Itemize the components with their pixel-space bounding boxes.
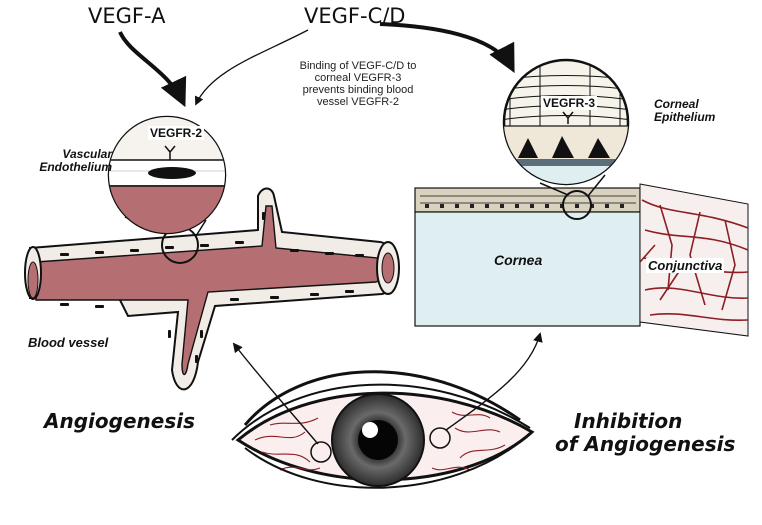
vegf-cd-label: VEGF-C/D: [304, 4, 406, 28]
corneal-label: Corneal: [654, 97, 699, 111]
cornea-label: Cornea: [494, 252, 543, 268]
endothelium-label: Endothelium: [39, 160, 112, 174]
vegfr3-zoom-circle: [502, 58, 630, 186]
eye-right-target: [429, 427, 451, 449]
vascular-label: Vascular: [62, 147, 112, 161]
vegf-cd-thin-arrow: [194, 29, 309, 106]
binding-note: Binding of VEGF-C/D to corneal VEGFR-3 p…: [299, 60, 417, 108]
eye-to-cornea-arrow: [445, 332, 543, 431]
cornea-zoom-target: [562, 190, 592, 220]
vegfr3-label: VEGFR-3: [541, 96, 598, 110]
blood-vessel-label: Blood vessel: [28, 335, 109, 350]
blood-vessel: [24, 187, 400, 391]
vegf-cd-thick-arrow: [379, 22, 515, 73]
inhibition-label-2: of Angiogenesis: [555, 432, 736, 456]
eye-illustration: [231, 370, 535, 489]
cornea-tissue: [414, 183, 749, 337]
vegf-a-arrow: [118, 31, 187, 108]
vegf-a-label: VEGF-A: [88, 4, 166, 28]
epithelium-label: Epithelium: [654, 110, 716, 124]
conjunctiva-label: Conjunctiva: [646, 258, 725, 273]
inhibition-label-1: Inhibition: [574, 409, 683, 433]
angiogenesis-label: Angiogenesis: [44, 409, 195, 433]
eye-left-target: [310, 441, 332, 463]
vegfr2-label: VEGFR-2: [148, 126, 205, 140]
eye-to-vessel-arrow: [232, 342, 319, 445]
